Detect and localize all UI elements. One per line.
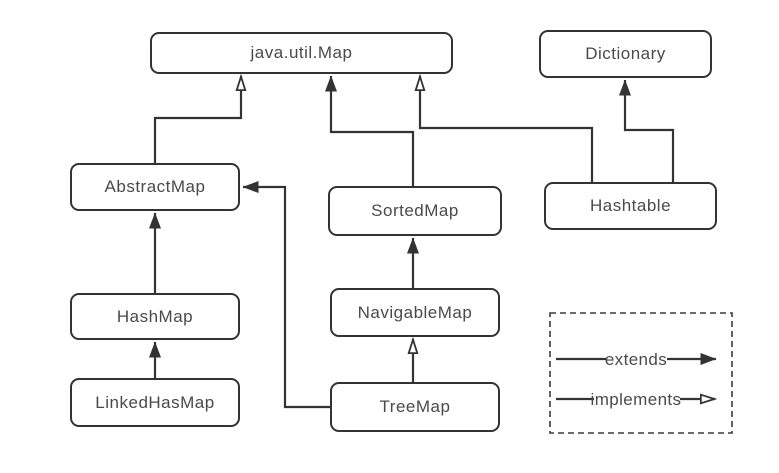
node-hashtable: Hashtable xyxy=(544,182,717,230)
edge-hashtable-implements-map xyxy=(414,73,594,182)
edge-treemap-extends-abstractmap xyxy=(242,181,330,409)
node-dictionary: Dictionary xyxy=(539,30,712,78)
node-linkedhasmap: LinkedHasMap xyxy=(70,378,240,427)
edge-abstractmap-implements-map xyxy=(153,73,247,163)
node-abstractmap: AbstractMap xyxy=(70,163,240,211)
legend-box xyxy=(549,312,733,434)
node-treemap: TreeMap xyxy=(330,382,500,432)
node-java-util-map: java.util.Map xyxy=(150,32,453,74)
edge-sortedmap-extends-map xyxy=(325,75,415,186)
legend-extends-label: extends xyxy=(605,350,667,369)
node-navigablemap: NavigableMap xyxy=(330,288,500,337)
node-hashmap: HashMap xyxy=(70,293,240,340)
node-sortedmap: SortedMap xyxy=(328,186,502,236)
legend-implements-label: implements xyxy=(591,390,682,409)
edge-hashtable-extends-dictionary xyxy=(619,79,675,182)
